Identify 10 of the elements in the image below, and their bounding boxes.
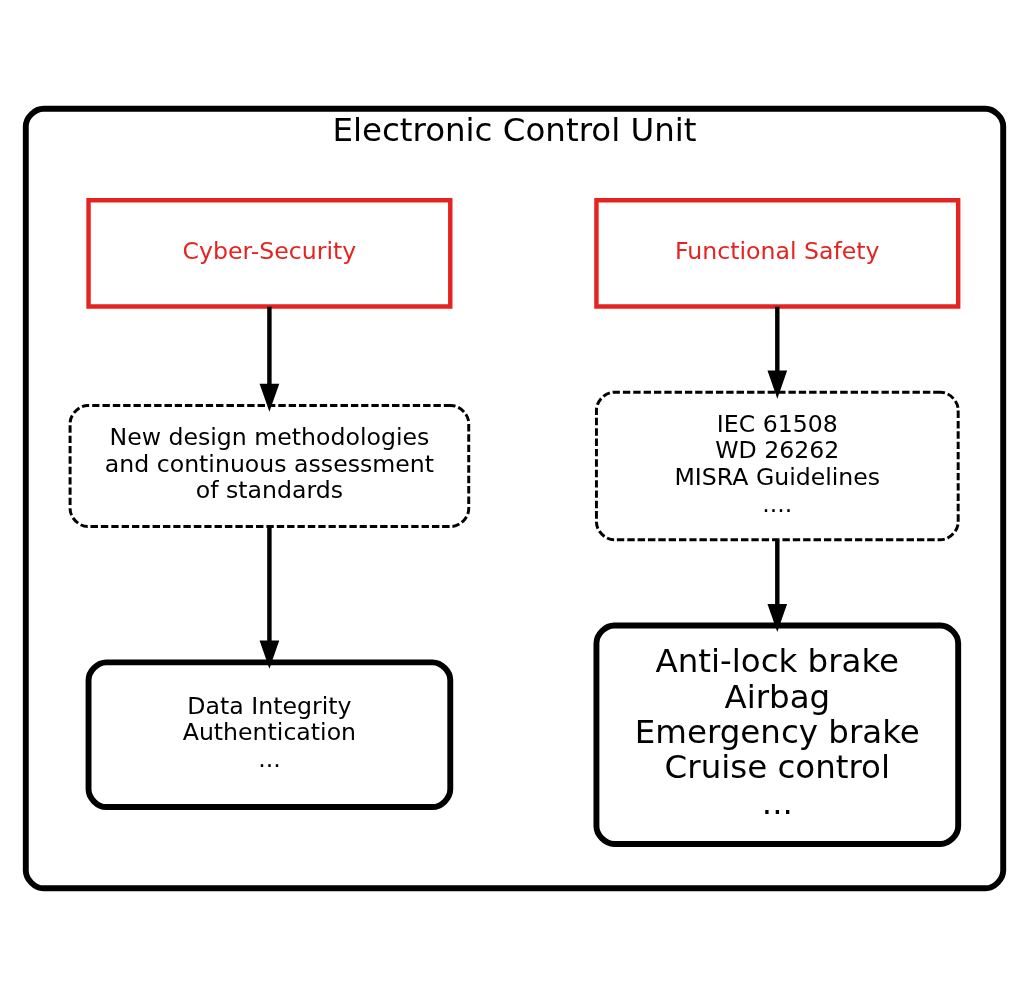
- node-box: New design methodologies and continuous assessment of standards: [68, 403, 471, 528]
- node-box: Anti-lock brake Airbag Emergency brake Cruise control ...: [593, 622, 962, 847]
- node-box: Cyber-Security: [86, 197, 453, 309]
- arrow: [259, 306, 280, 412]
- arrow: [259, 526, 280, 669]
- node-box: Functional Safety: [594, 197, 961, 309]
- node-box: IEC 61508 WD 26262 MISRA Guidelines ....: [594, 390, 960, 541]
- arrow: [767, 539, 788, 632]
- node-box: Data Integrity Authentication ...: [85, 658, 454, 810]
- arrow: [767, 306, 788, 399]
